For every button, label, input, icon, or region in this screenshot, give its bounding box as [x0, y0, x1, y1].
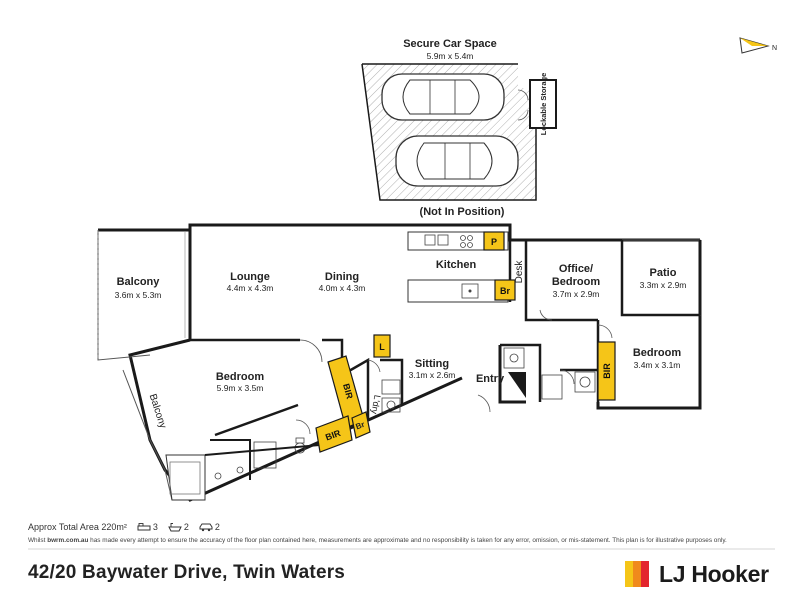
kitchen-name: Kitchen [436, 259, 477, 271]
dining-dims: 4.0m x 4.3m [319, 283, 366, 293]
balcony-2 [122, 369, 206, 501]
patio-name: Patio [650, 267, 677, 279]
bed-icon [137, 523, 151, 531]
bir-1-label: BIR [341, 382, 355, 400]
bath-icon [168, 523, 182, 532]
lockable-storage [529, 79, 557, 129]
linen-tag [373, 334, 391, 358]
car-icon [395, 135, 519, 187]
balcony-1 [97, 230, 186, 361]
doors [295, 309, 613, 435]
disclaimer-pre: Whilst [28, 537, 48, 544]
balcony-2-name: Balcony [147, 393, 168, 430]
pantry-label: P [491, 237, 497, 247]
bath-count-value: 2 [183, 522, 189, 532]
car-icon [381, 73, 505, 121]
sitting-dims: 3.1m x 2.6m [409, 370, 456, 380]
robe-wall [214, 403, 299, 437]
office-dims: 3.7m x 2.9m [553, 289, 600, 299]
entry-column [508, 372, 526, 398]
entry-name: Entry [476, 373, 505, 385]
kitchen-br-label: Br [500, 286, 510, 296]
garage-dims: 5.9m x 5.4m [427, 51, 474, 61]
bedroom-2-dims: 3.4m x 3.1m [634, 360, 681, 370]
dining-name: Dining [325, 271, 359, 283]
pantry-tag [483, 231, 505, 251]
car-small-icon [199, 523, 213, 532]
linen-label: L [379, 342, 385, 352]
brand-logo: LJ Hooker [625, 561, 769, 587]
laundry-label: L'dry [369, 394, 382, 415]
bedroom-2-name: Bedroom [633, 347, 682, 359]
compass-icon: N [739, 37, 777, 54]
compass-label: N [772, 45, 777, 52]
logo-stripe [633, 561, 641, 587]
hall-br-tag [351, 411, 371, 439]
bedroom-1-name: Bedroom [216, 371, 265, 383]
desk-name: Desk [514, 260, 525, 284]
logo-mark-icon [625, 561, 649, 587]
bir-3-tag [597, 341, 616, 401]
kitchen-br-tag [494, 279, 516, 301]
garage-area: Lockable Storage Secure Car Space 5.9m x… [361, 38, 557, 218]
balcony-1-name: Balcony [117, 276, 161, 288]
car-count-value: 2 [214, 522, 220, 532]
storage-label: Lockable Storage [539, 73, 548, 136]
lounge-dims: 4.4m x 4.3m [227, 283, 274, 293]
logo-stripe [641, 561, 649, 587]
car-count: 2 [199, 522, 220, 532]
area-summary: Approx Total Area 220m² 3 2 2 [28, 522, 220, 532]
room-labels: Balcony 3.6m x 5.3m Lounge 4.4m x 4.3m D… [115, 259, 687, 430]
brand-name: LJ Hooker [659, 560, 769, 587]
garage-title: Secure Car Space [403, 38, 497, 50]
bathroom-fixtures [204, 347, 596, 480]
laundry-fixtures [381, 379, 401, 413]
logo-stripe [625, 561, 633, 587]
storage-tags: P Br L BIR BIR Br BIR [315, 231, 616, 453]
office-name-line2: Bedroom [552, 276, 601, 288]
kitchen-fixtures [407, 231, 509, 303]
bir-2-tag [315, 415, 353, 453]
bedroom-1-dims: 5.9m x 3.5m [217, 383, 264, 393]
hall-br-label: Br [354, 420, 365, 431]
office-name-line1: Office/ [559, 263, 593, 275]
bath-count: 2 [168, 522, 189, 532]
property-address: 42/20 Baywater Drive, Twin Waters [28, 562, 346, 583]
disclaimer-post: has made every attempt to ensure the acc… [88, 537, 727, 544]
balcony-1-dims: 3.6m x 5.3m [115, 290, 162, 300]
disclaimer-site: bwrm.com.au [47, 537, 89, 544]
total-area: Approx Total Area 220m² [28, 522, 127, 532]
sitting-name: Sitting [415, 358, 449, 370]
bed-count: 3 [137, 522, 158, 532]
garage-note: (Not In Position) [420, 206, 505, 218]
bir-3-label: BIR [602, 363, 612, 379]
disclaimer: Whilst bwrm.com.au has made every attemp… [28, 537, 778, 544]
bed-count-value: 3 [152, 522, 158, 532]
patio-dims: 3.3m x 2.9m [640, 280, 687, 290]
lounge-name: Lounge [230, 271, 270, 283]
